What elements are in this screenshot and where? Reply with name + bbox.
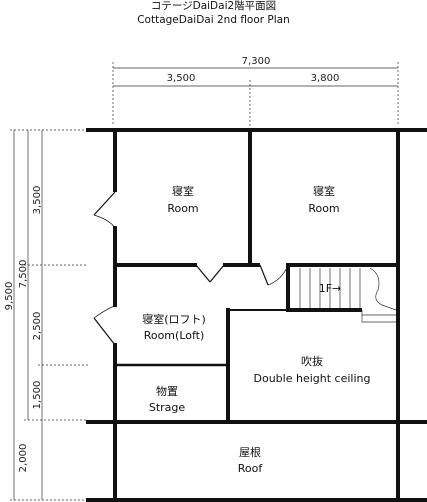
dim-side-2500: 2,500: [32, 312, 43, 341]
double-height-jp: 吹抜: [301, 354, 323, 368]
plan-title-en: CottageDaiDai 2nd floor Plan: [137, 14, 290, 26]
roof-jp: 屋根: [239, 445, 261, 459]
door-bedroom-left-hall: [195, 264, 211, 283]
walls: [86, 128, 427, 502]
storage-en: Strage: [149, 401, 186, 414]
door-left-bedroom: [93, 191, 116, 216]
door-bedroom-right-hall: [259, 264, 269, 286]
dim-side-2000: 2,000: [18, 444, 29, 473]
dim-side-1500: 1,500: [32, 381, 43, 410]
stairs: [299, 267, 397, 323]
plan-title-jp: コテージDaiDai2階平面図: [150, 0, 277, 12]
roof-en: Roof: [238, 462, 264, 475]
bedroom-right-jp: 寝室: [313, 184, 335, 198]
stairs-label: 1F→: [319, 282, 342, 295]
storage-jp: 物置: [156, 384, 178, 398]
dim-top-total: 7,300: [242, 56, 271, 67]
door-loft: [93, 317, 116, 346]
dim-side-3500: 3,500: [32, 186, 43, 215]
double-height-en: Double height ceiling: [254, 372, 371, 385]
bedroom-right-en: Room: [308, 202, 339, 215]
dim-top-left: 3,500: [167, 73, 196, 84]
bedroom-left-jp: 寝室: [172, 184, 194, 198]
loft-jp: 寝室(ロフト): [142, 312, 206, 326]
top-dimensions: [112, 62, 399, 126]
dim-top-right: 3,800: [311, 73, 340, 84]
loft-en: Room(Loft): [144, 329, 205, 342]
bedroom-left-en: Room: [167, 202, 198, 215]
doors: [93, 191, 289, 346]
side-dimensions: [10, 129, 88, 501]
dim-side-total: 9,500: [4, 282, 15, 311]
dim-side-mid: 7,500: [18, 260, 29, 289]
